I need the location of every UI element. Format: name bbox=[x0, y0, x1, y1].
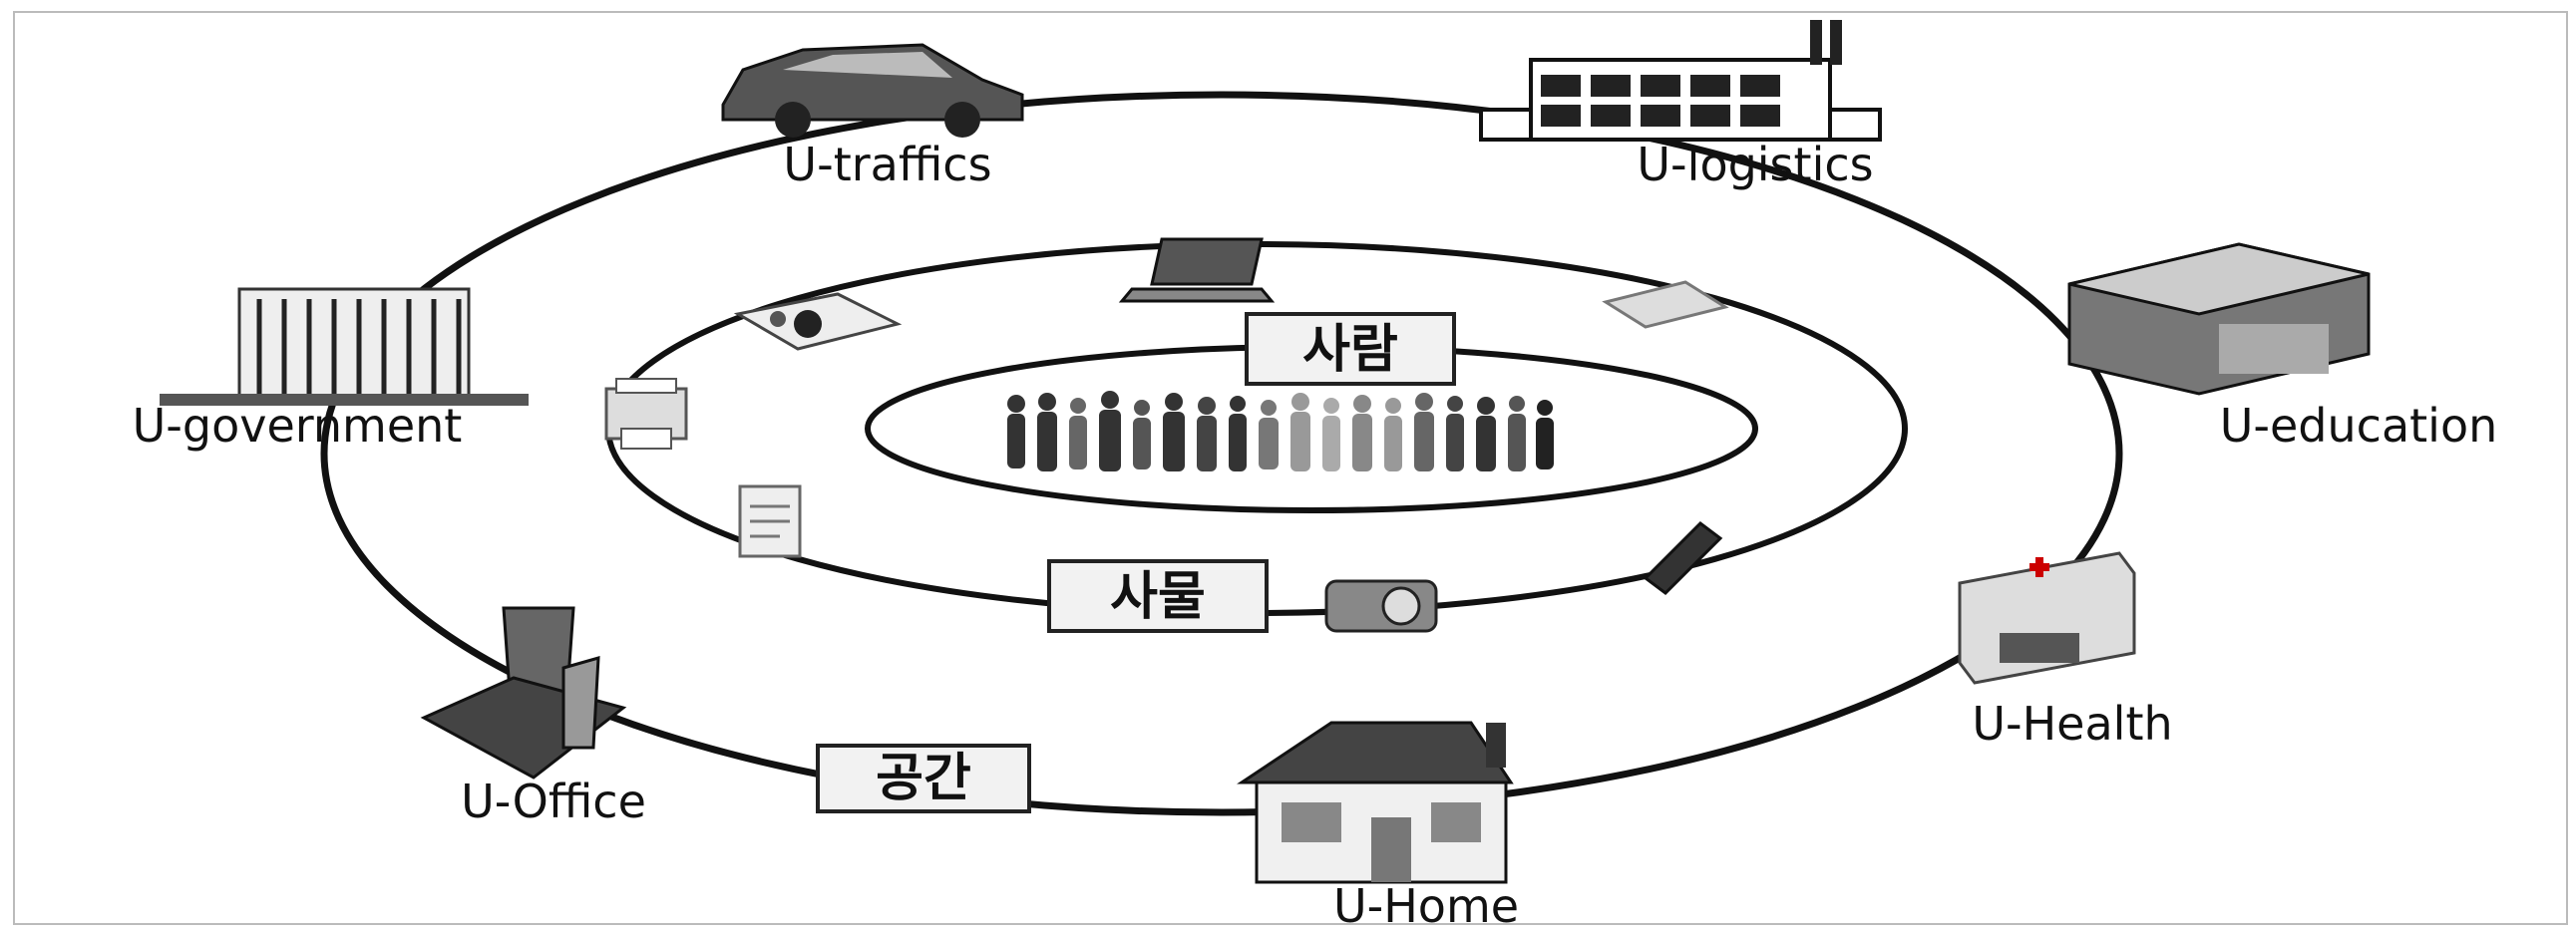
school-building-icon bbox=[2067, 242, 2371, 396]
node-label-logistics: U-logistics bbox=[1637, 138, 1873, 191]
space-label: 공간 bbox=[876, 749, 971, 808]
printer-icon bbox=[604, 378, 688, 450]
document-icon bbox=[738, 484, 802, 558]
node-label-traffics: U-traffics bbox=[783, 138, 991, 191]
node-label-education: U-education bbox=[2220, 399, 2498, 453]
factory-icon bbox=[1479, 20, 1882, 142]
projector-icon bbox=[733, 292, 903, 351]
node-label-health: U-Health bbox=[1972, 697, 2172, 751]
space-label-box: 공간 bbox=[816, 744, 1031, 813]
frame-border bbox=[13, 11, 2568, 925]
camera-icon bbox=[1324, 579, 1438, 633]
house-icon bbox=[1237, 721, 1514, 884]
office-tower-icon bbox=[420, 606, 627, 779]
things-label: 사물 bbox=[1110, 567, 1206, 627]
people-label-box: 사람 bbox=[1245, 312, 1456, 386]
laptop-icon bbox=[1118, 237, 1276, 303]
things-label-box: 사물 bbox=[1047, 559, 1269, 633]
outer-ring bbox=[320, 91, 2123, 816]
mobile-phone-icon bbox=[1643, 521, 1723, 595]
car-icon bbox=[721, 43, 1024, 138]
hospital-icon bbox=[1958, 551, 2136, 685]
people-crowd-icon bbox=[1007, 391, 1554, 471]
people-label: 사람 bbox=[1302, 320, 1398, 380]
node-label-home: U-Home bbox=[1333, 879, 1519, 931]
tablet-icon bbox=[1602, 280, 1729, 329]
government-building-icon bbox=[160, 287, 529, 406]
node-label-government: U-government bbox=[133, 399, 463, 453]
node-label-office: U-Office bbox=[461, 775, 646, 828]
